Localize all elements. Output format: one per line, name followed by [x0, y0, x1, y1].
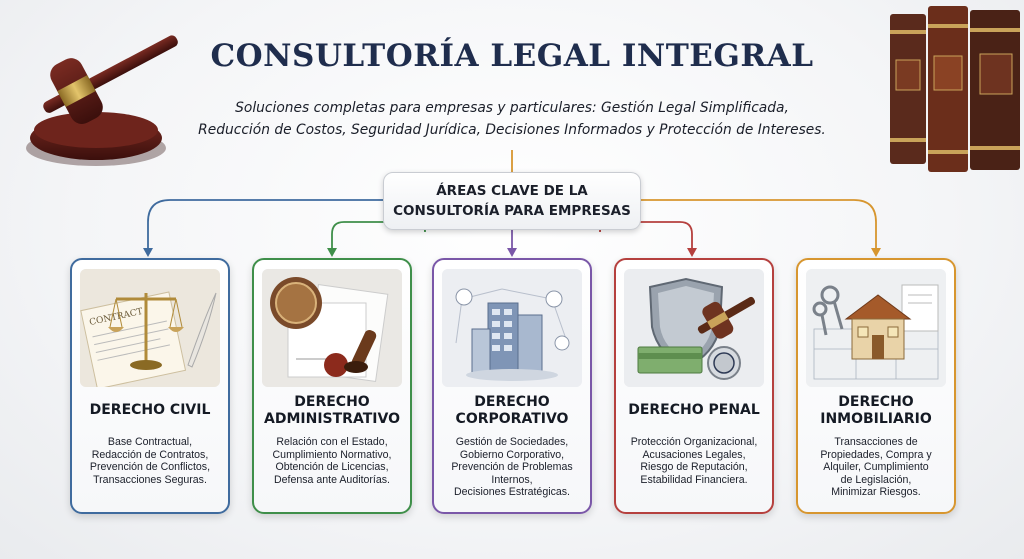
card-title: DERECHO CIVIL: [74, 402, 226, 419]
card-title: DERECHO ADMINISTRATIVO: [256, 394, 408, 428]
card-derecho-corporativo: DERECHO CORPORATIVO Gestión de Sociedade…: [432, 258, 592, 514]
connector-inmobiliario: [641, 199, 877, 250]
card-description: Transacciones de Propiedades, Compra y A…: [800, 436, 952, 499]
scales-contract-quill-icon: CONTRACT: [80, 269, 220, 387]
card-desc-line: Estabilidad Financiera.: [640, 473, 748, 486]
card-desc-line: Relación con el Estado,: [276, 436, 388, 448]
card-title-line: DERECHO PENAL: [628, 402, 760, 418]
card-derecho-inmobiliario: DERECHO INMOBILIARIO Transacciones de Pr…: [796, 258, 956, 514]
subtitle-line-2: Reducción de Costos, Seguridad Jurídica,…: [198, 122, 826, 138]
card-desc-line: Riesgo de Reputación,: [640, 461, 748, 474]
subtitle-line-1: Soluciones completas para empresas y par…: [235, 100, 789, 116]
card-desc-line: Redacción de Contratos,: [91, 448, 209, 461]
card-desc-line: Acusaciones Legales,: [642, 448, 746, 461]
card-title-line: INMOBILIARIO: [820, 411, 932, 427]
card-desc-line: Transacciones Seguras.: [93, 473, 207, 486]
card-title-line: DERECHO: [474, 394, 550, 410]
card-title-line: DERECHO CIVIL: [89, 402, 211, 418]
card-desc-line: Prevención de Conflictos,: [89, 461, 211, 474]
law-books-icon: [890, 6, 1020, 172]
page-title: CONSULTORÍA LEGAL INTEGRAL: [210, 38, 814, 74]
card-title-line: DERECHO: [294, 394, 370, 410]
card-title-line: ADMINISTRATIVO: [264, 411, 400, 427]
card-desc-line: Prevención de Problemas: [451, 461, 573, 474]
card-desc-line: Base Contractual,: [107, 436, 193, 448]
card-desc-line: Gobierno Corporativo,: [459, 448, 565, 461]
house-keys-blueprint-icon: [806, 269, 946, 387]
card-desc-line: Propiedades, Compra y: [820, 448, 932, 461]
card-title: DERECHO INMOBILIARIO: [800, 394, 952, 428]
card-desc-line: Transacciones de: [834, 436, 918, 448]
card-desc-line: de Legislación,: [840, 473, 912, 486]
page-subtitle: Soluciones completas para empresas y par…: [150, 97, 874, 141]
card-desc-line: Minimizar Riesgos.: [831, 486, 921, 499]
gavel-icon: [26, 35, 178, 166]
card-description: Gestión de Sociedades, Gobierno Corporat…: [436, 436, 588, 499]
card-desc-line: Cumplimiento Normativo,: [272, 448, 392, 461]
card-desc-line: Defensa ante Auditorías.: [273, 473, 391, 486]
card-derecho-administrativo: DERECHO ADMINISTRATIVO Relación con el E…: [252, 258, 412, 514]
card-title-line: DERECHO: [838, 394, 914, 410]
shield-gavel-money-icon: [624, 269, 764, 387]
card-desc-line: Obtención de Licencias,: [275, 461, 389, 474]
seal-document-stamp-icon: [262, 269, 402, 387]
card-description: Base Contractual, Redacción de Contratos…: [74, 436, 226, 486]
hub-line-2: CONSULTORÍA PARA EMPRESAS: [393, 203, 631, 219]
card-desc-line: Gestión de Sociedades,: [455, 436, 569, 448]
card-title: DERECHO CORPORATIVO: [436, 394, 588, 428]
card-description: Protección Organizacional, Acusaciones L…: [618, 436, 770, 486]
card-desc-line: Decisiones Estratégicas.: [454, 486, 570, 499]
central-hub-box: ÁREAS CLAVE DE LA CONSULTORÍA PARA EMPRE…: [383, 172, 641, 230]
card-desc-line: Alquiler, Cumplimiento: [823, 461, 929, 474]
connector-civil: [147, 199, 383, 250]
card-title-line: CORPORATIVO: [455, 411, 569, 427]
card-desc-line: Internos,: [491, 473, 533, 486]
hub-line-1: ÁREAS CLAVE DE LA: [436, 183, 588, 199]
corporate-building-network-icon: [442, 269, 582, 387]
card-description: Relación con el Estado, Cumplimiento Nor…: [256, 436, 408, 486]
card-derecho-civil: CONTRACT DERECHO CIVIL Base Contractual,…: [70, 258, 230, 514]
card-title: DERECHO PENAL: [618, 402, 770, 419]
card-desc-line: Protección Organizacional,: [630, 436, 758, 448]
card-derecho-penal: DERECHO PENAL Protección Organizacional,…: [614, 258, 774, 514]
